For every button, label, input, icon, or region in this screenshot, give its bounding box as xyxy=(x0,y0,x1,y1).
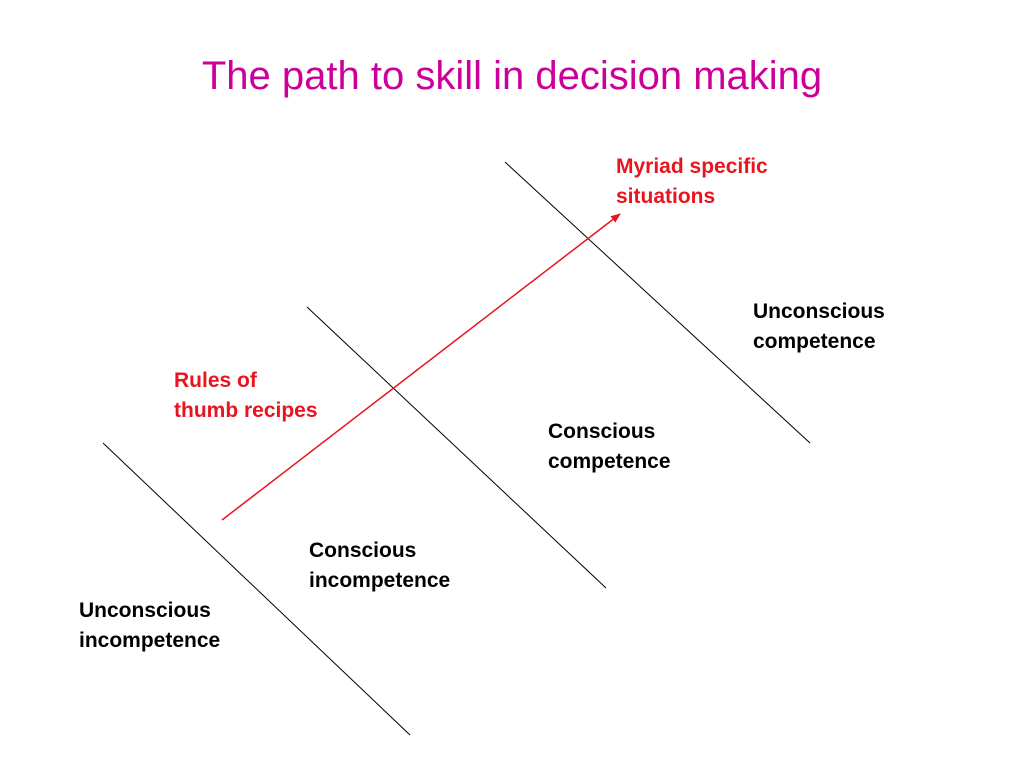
path-start-label-line-1: Rules of xyxy=(174,369,257,392)
path-end-label: Myriad specific situations xyxy=(616,152,768,212)
path-start-label: Rules of thumb recipes xyxy=(174,366,318,426)
stage-label-unconscious-incompetence: Unconscious incompetence xyxy=(79,596,220,656)
stage-divider-line-1 xyxy=(102,442,411,736)
path-end-label-line-1: Myriad specific xyxy=(616,155,768,178)
stage-label-conscious-competence: Conscious competence xyxy=(548,417,671,477)
stage-label-line-1: Unconscious xyxy=(753,300,885,323)
stage-label-line-2: competence xyxy=(753,330,876,353)
path-arrow xyxy=(221,213,621,521)
stage-label-line-1: Conscious xyxy=(548,420,656,443)
path-end-label-line-2: situations xyxy=(616,185,716,208)
stage-label-line-2: incompetence xyxy=(309,569,451,592)
stage-label-line-1: Unconscious xyxy=(79,599,211,622)
stage-label-line-2: competence xyxy=(548,450,671,473)
slide-title: The path to skill in decision making xyxy=(201,54,823,98)
stage-divider-line-2 xyxy=(306,306,607,589)
path-start-label-line-2: thumb recipes xyxy=(174,399,318,422)
stage-label-line-1: Conscious xyxy=(309,539,417,562)
stage-label-unconscious-competence: Unconscious competence xyxy=(753,297,885,357)
stage-divider-line-3 xyxy=(504,161,811,444)
stage-label-conscious-incompetence: Conscious incompetence xyxy=(309,536,450,596)
stage-label-line-2: incompetence xyxy=(79,629,221,652)
